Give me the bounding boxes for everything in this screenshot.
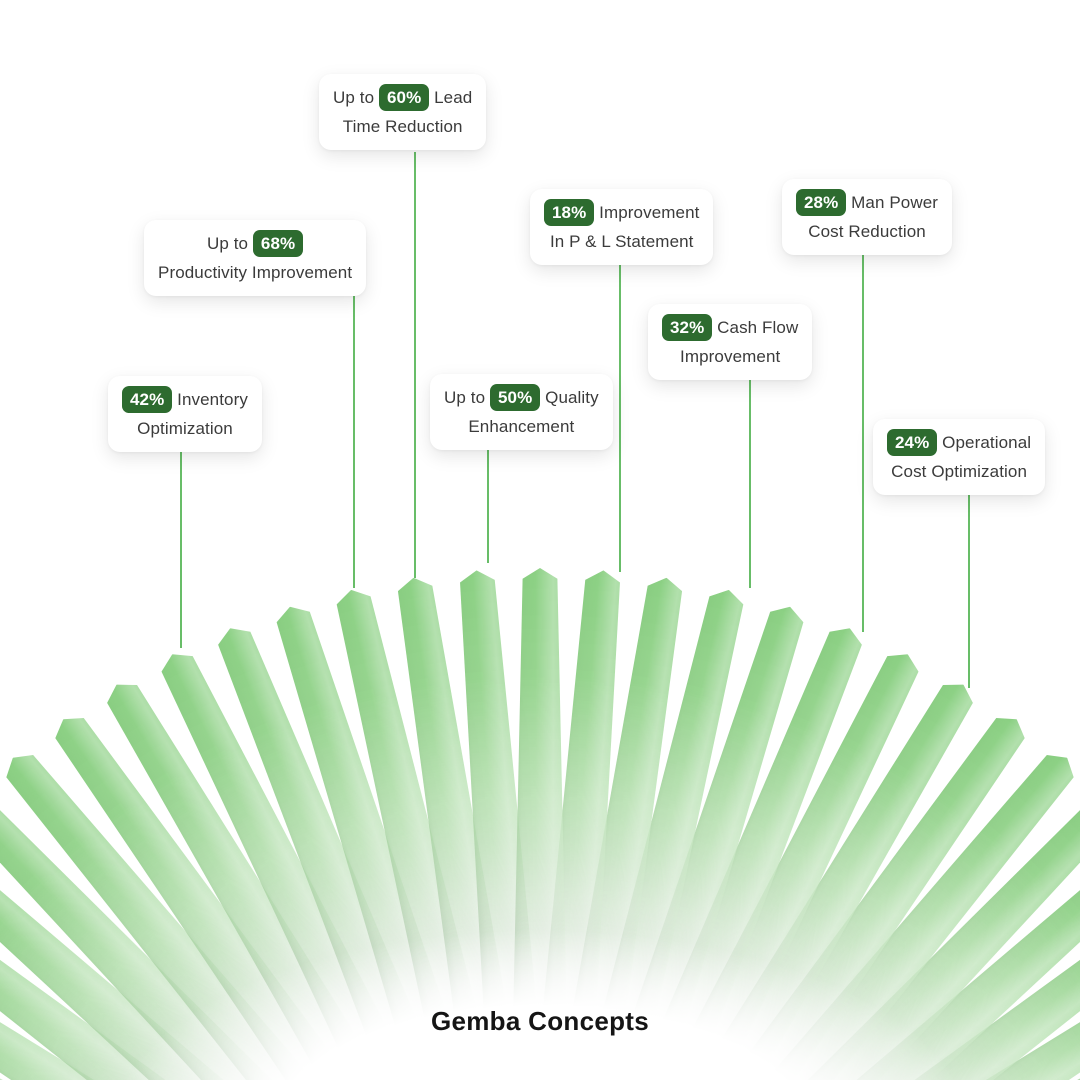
- percent-badge: 32%: [662, 314, 713, 341]
- callout-prefix: Up to: [206, 234, 253, 253]
- callout-suffix: Lead: [429, 88, 473, 107]
- callout-line1: 24% Operational: [887, 428, 1031, 457]
- brand-title: Gemba Concepts: [430, 1006, 650, 1036]
- callout-suffix: Quality: [540, 388, 599, 407]
- connector-line-productivity: [353, 296, 355, 588]
- percent-badge: 42%: [122, 386, 173, 413]
- callout-line2: Cost Optimization: [891, 462, 1027, 481]
- center-white-mask: [110, 930, 970, 1080]
- callout-card-pnl: 18% Improvement In P & L Statement: [530, 189, 714, 265]
- callout-line2: Cost Reduction: [808, 222, 926, 241]
- connector-line-cash-flow: [749, 380, 751, 588]
- callout-line2: Productivity Improvement: [158, 263, 353, 282]
- connector-line-operational: [968, 495, 970, 688]
- connector-line-man-power: [862, 255, 864, 632]
- percent-badge: 50%: [489, 384, 541, 411]
- callout-suffix: Cash Flow: [712, 318, 799, 337]
- callout-line1: 32% Cash Flow: [662, 313, 798, 342]
- percent-badge: 18%: [544, 199, 595, 226]
- percent-badge: 24%: [887, 429, 938, 456]
- callout-line2: Time Reduction: [342, 117, 463, 136]
- callout-line2: Enhancement: [468, 417, 575, 436]
- connector-line-quality: [487, 450, 489, 563]
- callout-line1: 42% Inventory: [122, 385, 248, 414]
- callout-line1: Up to 68%: [158, 229, 352, 258]
- callout-card-quality: Up to 50% Quality Enhancement: [430, 374, 613, 450]
- callout-line2: Optimization: [137, 419, 233, 438]
- callout-card-operational: 24% Operational Cost Optimization: [873, 419, 1046, 495]
- callout-line2: Improvement: [680, 347, 781, 366]
- callout-card-cash-flow: 32% Cash Flow Improvement: [648, 304, 813, 380]
- connector-line-inventory: [180, 452, 182, 648]
- percent-badge: 28%: [796, 189, 847, 216]
- callout-card-productivity: Up to 68% Productivity Improvement: [144, 220, 367, 296]
- connector-line-lead-time: [414, 152, 416, 578]
- callout-line2: In P & L Statement: [549, 232, 694, 251]
- callout-line1: Up to 50% Quality: [444, 383, 599, 412]
- callout-card-lead-time: Up to 60% Lead Time Reduction: [319, 74, 487, 150]
- callout-suffix: Improvement: [594, 203, 700, 222]
- percent-badge: 68%: [252, 230, 304, 257]
- callout-line1: Up to 60% Lead: [333, 83, 472, 112]
- callout-line1: 28% Man Power: [796, 188, 938, 217]
- callout-suffix: Operational: [937, 433, 1032, 452]
- callout-suffix: Inventory: [172, 390, 248, 409]
- callout-card-man-power: 28% Man Power Cost Reduction: [782, 179, 953, 255]
- callout-prefix: Up to: [333, 88, 379, 107]
- callout-prefix: Up to: [444, 388, 490, 407]
- callout-suffix: Man Power: [846, 193, 939, 212]
- callout-card-inventory: 42% Inventory Optimization: [108, 376, 262, 452]
- callout-line1: 18% Improvement: [544, 198, 699, 227]
- percent-badge: 60%: [378, 84, 430, 111]
- connector-line-pnl: [619, 265, 621, 572]
